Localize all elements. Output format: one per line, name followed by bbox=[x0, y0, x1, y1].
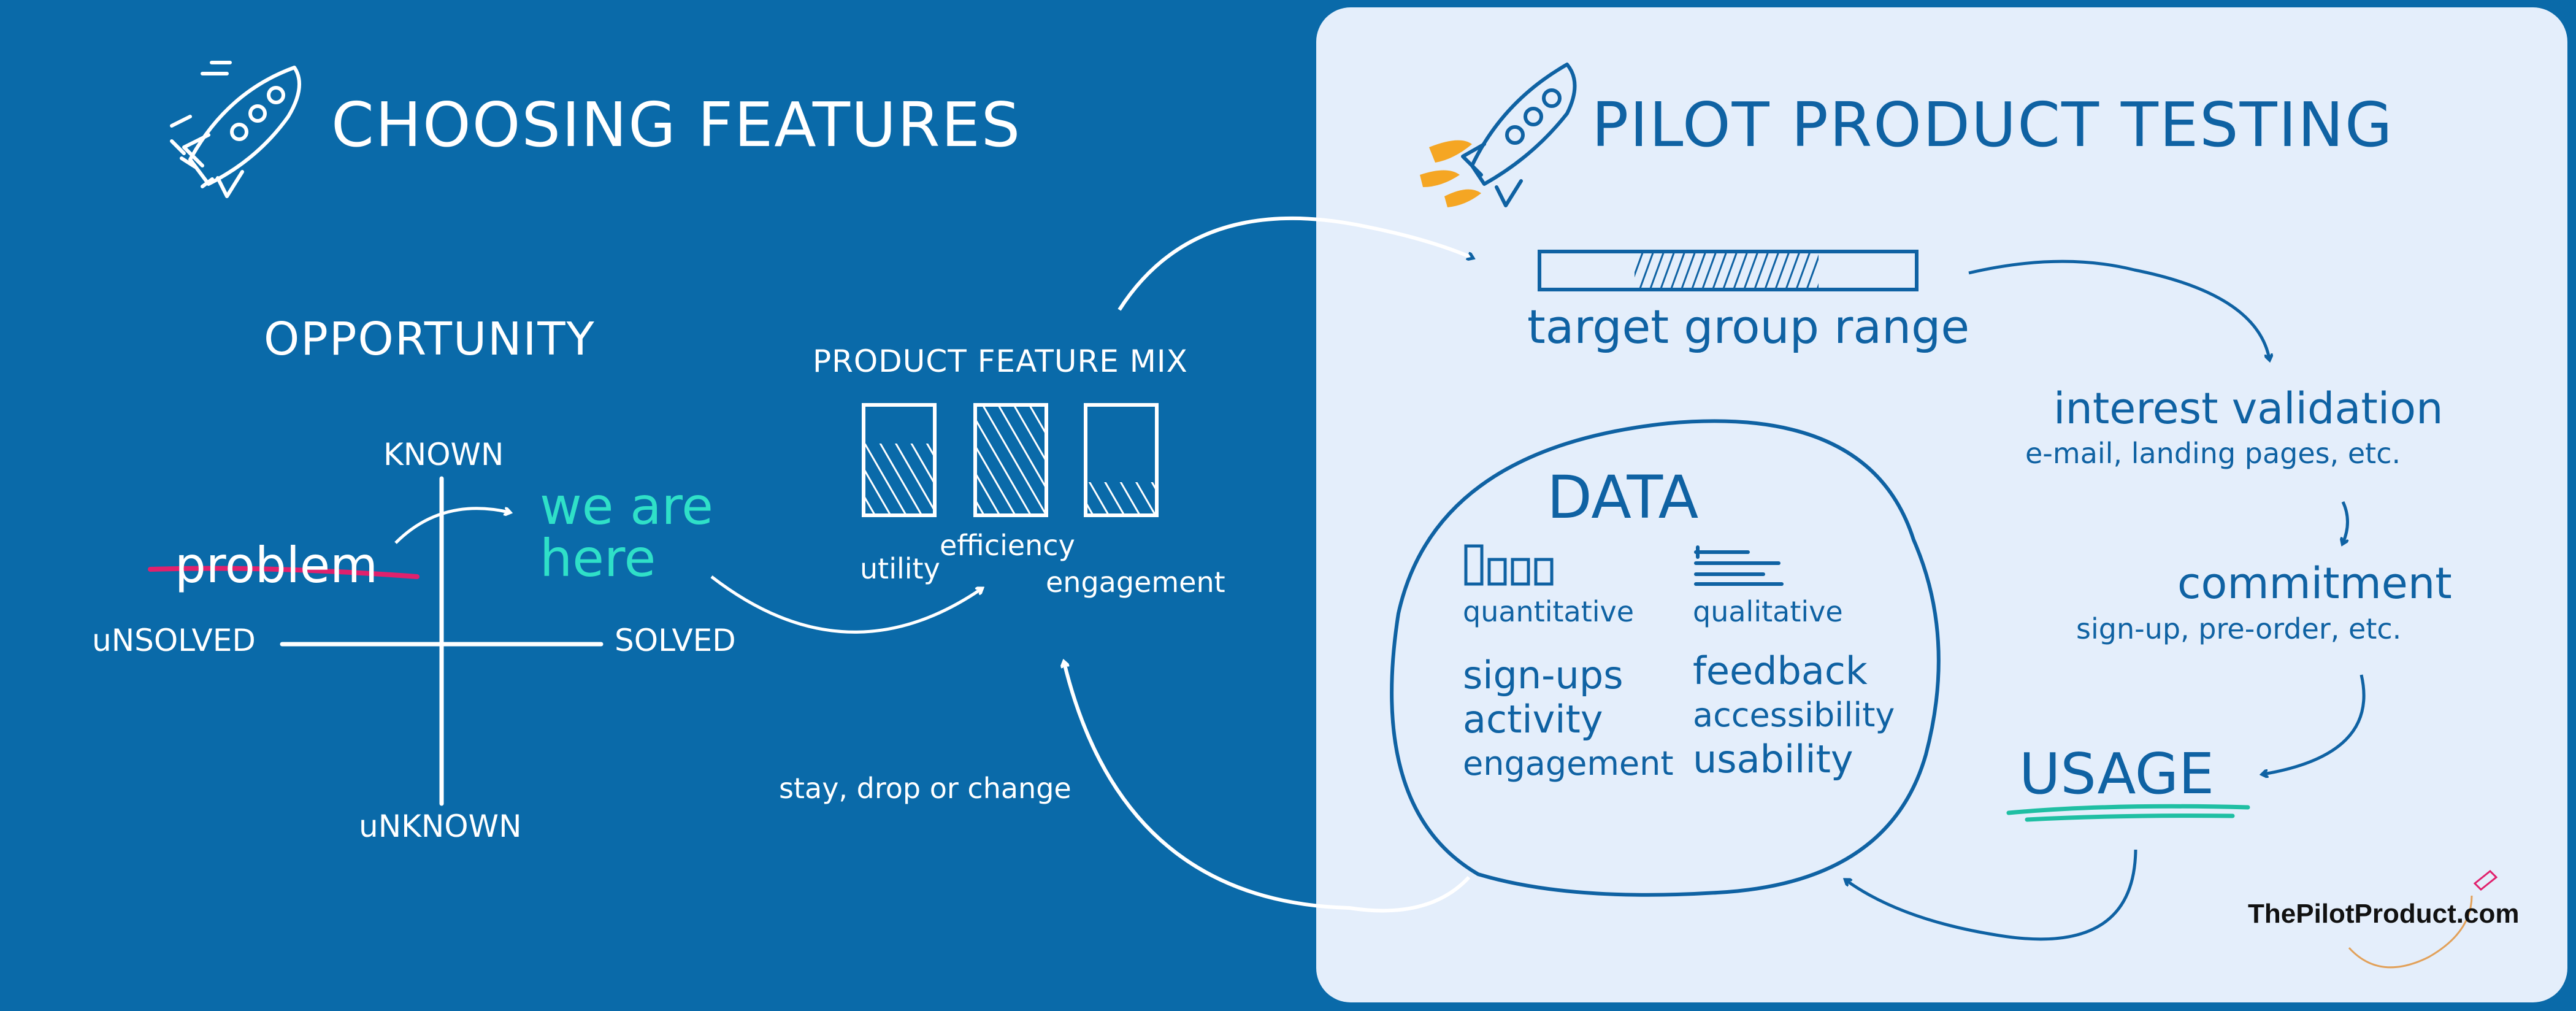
mix-label-engagement: engagement bbox=[1046, 566, 1225, 599]
quantitative-list: sign-ups activity engagement bbox=[1463, 653, 1674, 786]
rocket-icon-right bbox=[1420, 63, 1577, 207]
bar-utility-fill bbox=[864, 444, 935, 515]
axis-label-known: KNOWN bbox=[383, 437, 504, 472]
arrow-commitment-to-usage bbox=[2263, 674, 2366, 774]
qual-item: feedback bbox=[1693, 648, 1868, 693]
arrow-usage-to-data bbox=[1846, 849, 2137, 941]
page-title-left: CHOOSING FEATURES bbox=[331, 89, 1022, 161]
page-title-right: PILOT PRODUCT TESTING bbox=[1592, 89, 2394, 161]
commitment-sub: sign-up, pre-order, etc. bbox=[2076, 612, 2402, 645]
qual-item: usability bbox=[1693, 737, 1853, 782]
quant-item: engagement bbox=[1463, 744, 1674, 783]
usage-underline bbox=[2006, 804, 2250, 822]
qual-item: accessibility bbox=[1693, 696, 1895, 734]
arrow-mix-to-target bbox=[1117, 216, 1472, 311]
qualitative-label: qualitative bbox=[1693, 595, 1843, 628]
qualitative-list: feedback accessibility usability bbox=[1693, 649, 1895, 782]
mix-label-efficiency: efficiency bbox=[940, 529, 1075, 562]
axis-label-unsolved: uNSOLVED bbox=[92, 623, 256, 658]
here-label: here bbox=[540, 528, 656, 588]
usage-label: USAGE bbox=[2019, 741, 2215, 807]
qualitative-icon bbox=[1694, 545, 1784, 586]
target-group-label: target group range bbox=[1527, 299, 1970, 354]
feature-mix-bars bbox=[862, 403, 1159, 517]
mix-label-utility: utility bbox=[860, 552, 940, 585]
axis-label-solved: SOLVED bbox=[615, 623, 736, 658]
rocket-icon-left bbox=[170, 61, 301, 198]
arrow-interest-to-commitment bbox=[2343, 501, 2349, 543]
problem-label: problem bbox=[175, 537, 378, 594]
pilot-testing-panel bbox=[1316, 7, 2567, 1002]
quant-item: activity bbox=[1463, 697, 1603, 742]
logo-rocket-icon bbox=[2473, 869, 2498, 891]
arrow-data-to-mix bbox=[1064, 663, 1471, 913]
feature-mix-heading: PRODUCT FEATURE MIX bbox=[813, 344, 1188, 379]
we-are-label: we are bbox=[540, 476, 713, 536]
loop-label: stay, drop or change bbox=[779, 772, 1071, 805]
interest-validation-title: interest validation bbox=[2053, 383, 2444, 434]
axis-label-unknown: uNKNOWN bbox=[359, 809, 522, 844]
commitment-title: commitment bbox=[2177, 558, 2452, 609]
bar-engagement-fill bbox=[1086, 482, 1157, 515]
brand-logo[interactable]: ThePilotProduct.com bbox=[2248, 899, 2520, 929]
problem-strike bbox=[148, 566, 420, 579]
quant-item: sign-ups bbox=[1463, 653, 1623, 698]
bar-efficiency-fill bbox=[975, 405, 1046, 515]
quantitative-icon bbox=[1464, 544, 1554, 586]
opportunity-axes bbox=[280, 476, 604, 806]
logo-swoosh bbox=[2348, 895, 2473, 969]
data-circle bbox=[1390, 419, 1941, 897]
interest-validation-sub: e-mail, landing pages, etc. bbox=[2025, 437, 2401, 470]
target-group-bar bbox=[1538, 250, 1919, 291]
opportunity-heading: OPPORTUNITY bbox=[264, 313, 596, 366]
arrow-problem-to-here bbox=[394, 507, 509, 544]
data-title: DATA bbox=[1547, 463, 1699, 532]
arrow-target-to-interest bbox=[1968, 259, 2269, 359]
quantitative-label: quantitative bbox=[1463, 595, 1635, 628]
arrow-here-to-mix bbox=[710, 575, 981, 634]
